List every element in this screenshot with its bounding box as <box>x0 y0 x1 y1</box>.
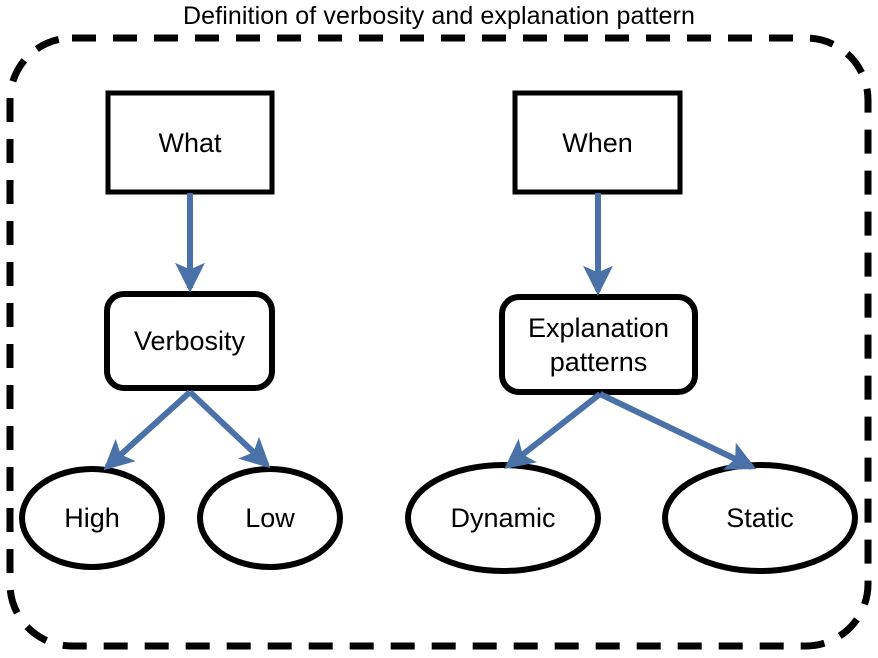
node-shape-what[interactable] <box>105 90 275 195</box>
node-shape-verbosity[interactable] <box>104 291 275 391</box>
node-shape-dynamic[interactable] <box>405 462 601 574</box>
node-label-what: What <box>158 127 222 158</box>
node-label-high: High <box>64 503 120 533</box>
node-label-explanation-patterns: Explanation patterns <box>527 312 670 377</box>
node-shape-low[interactable] <box>197 466 343 570</box>
node-shape-high[interactable] <box>19 466 165 570</box>
edge-explanation-patterns-to-static <box>598 391 757 470</box>
dashed-container-outline <box>6 34 872 650</box>
edge-verbosity-to-low <box>187 389 271 469</box>
node-label-when: When <box>562 127 633 158</box>
node-shape-explanation-patterns[interactable] <box>499 294 698 395</box>
node-label-dynamic: Dynamic <box>450 503 556 533</box>
edge-explanation-patterns-to-dynamic <box>504 391 602 469</box>
page-title: Definition of verbosity and explanation … <box>183 2 695 30</box>
node-label-verbosity: Verbosity <box>133 326 246 356</box>
edge-verbosity-to-high <box>103 389 193 471</box>
node-shape-when[interactable] <box>512 90 683 195</box>
node-shape-static[interactable] <box>662 462 858 574</box>
node-label-low: Low <box>245 503 295 533</box>
node-label-static: Static <box>726 503 794 533</box>
